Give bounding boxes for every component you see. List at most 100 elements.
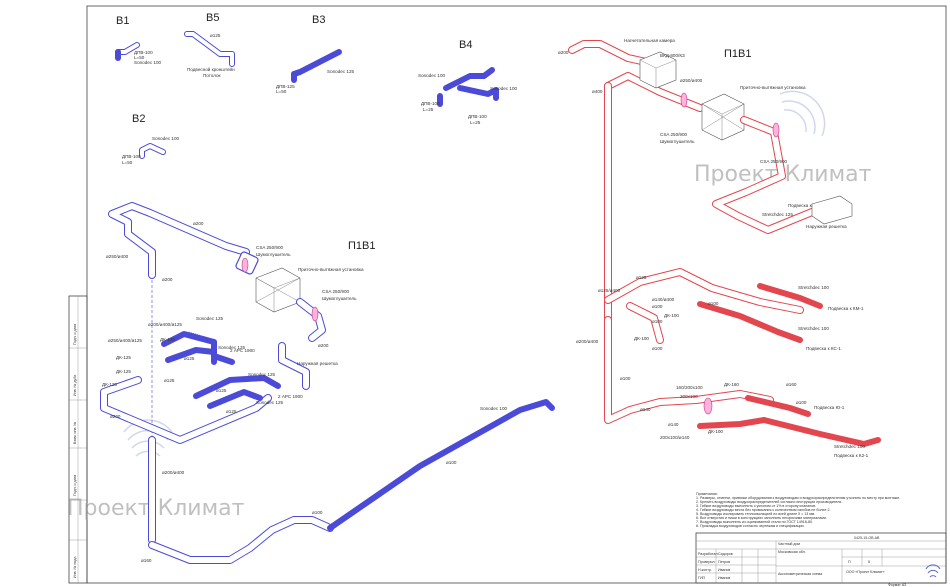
- label-left-dk125-3: ДК-125: [116, 369, 131, 374]
- label-right-d140: ø140: [640, 407, 651, 412]
- label-right-dk160: ДК-160: [724, 382, 739, 387]
- label-b4-dpv-2: ДПВ-100: [468, 114, 487, 119]
- label-left-d100-2: ø100: [312, 510, 323, 515]
- label-right-grille: Наружная решетка: [806, 224, 847, 229]
- left-branch-flex-c: [193, 375, 281, 399]
- note-line-3: 3. Гибкие воздуховоды выполнить с уклоно…: [696, 504, 816, 508]
- right-distribution-main: [604, 268, 804, 424]
- label-left-sonodec125-2: Sonodec 125: [218, 345, 246, 350]
- label-right-d200-400: ø200/ø400: [576, 339, 599, 344]
- label-left-d250-400: ø250/ø400: [106, 254, 129, 259]
- label-b3-sonodec: Sonodec 125: [327, 69, 355, 74]
- label-left-d125-1: ø125: [184, 356, 195, 361]
- label-right-d100-2: ø100: [708, 301, 719, 306]
- label-right-podveska-1: Подвеска к Ю1: [788, 203, 821, 208]
- label-left-csa-1: CSA 250/900: [256, 245, 284, 250]
- notes-header: Примечания:: [696, 492, 718, 496]
- title-object: Частный дом: [778, 542, 801, 546]
- label-left-sonodec125-3: Sonodec 125: [248, 372, 276, 377]
- label-left-d200-400: ø200/ø400: [162, 470, 185, 475]
- duct-branch-b4: [437, 67, 499, 107]
- label-b1-dpv: ДПВ-100: [134, 50, 153, 55]
- title-block: [695, 532, 947, 584]
- label-right-200x100-d140: 200х100/ø140: [660, 435, 690, 440]
- label-b1-l: L=50: [134, 55, 145, 60]
- label-left-dk125-4: ДК-125: [102, 382, 117, 387]
- label-right-dk100-2: ДК-100: [634, 336, 649, 341]
- label-left-apc-1: 2 АРС 1900: [230, 348, 255, 353]
- label-b4-sonodec-2: Sonodec 100: [490, 86, 518, 91]
- label-right-chamber: Нагнетательная камера: [624, 38, 675, 43]
- note-line-1: 1. Размеры, отметки, привязки оборудован…: [696, 496, 900, 500]
- label-right-d125-400: ø125/ø400: [598, 288, 621, 293]
- label-right-podveska-u1: Подвеска Ю-1: [814, 405, 845, 410]
- label-b5-ceiling: Потолок: [203, 73, 222, 78]
- label-right-csa-1: CSA 250/900: [660, 132, 688, 137]
- label-left-dk125-1: ДК-125: [160, 337, 175, 342]
- label-left-d125-4: ø125: [226, 409, 237, 414]
- system-label-p1v1-right: П1В1: [724, 48, 751, 60]
- label-right-stretch100-1: Stretchdec 100: [798, 285, 829, 290]
- label-b4-dpv-1: ДПВ-100: [421, 101, 440, 106]
- label-right-csa-2: CSA 250/900: [760, 159, 788, 164]
- label-left-silencer-2: Шумоглушитель: [322, 296, 357, 301]
- title-stage: П: [848, 560, 851, 564]
- right-grille-box: [811, 195, 853, 225]
- system-label-b2: В2: [132, 113, 145, 125]
- label-left-d250-400-125: ø250/ø400/ø125: [108, 338, 142, 343]
- note-line-7: 7. Воздуховоды выполнить из оцинкованной…: [696, 520, 813, 524]
- side-stamp: Подп. и дата Инв. № дубл. Взам. инв. № П…: [69, 296, 87, 583]
- right-inlet-duct: [568, 40, 704, 324]
- label-right-d100-1: ø100: [652, 304, 663, 309]
- label-b3-l: L=50: [276, 89, 287, 94]
- title-name-1: Сидоров: [718, 552, 733, 556]
- note-line-6: 6. Все отверстия и ниши в конструкциях з…: [696, 516, 827, 520]
- left-branch-flex-a: [161, 331, 235, 365]
- note-line-5: 5. Воздуховоды изолировать теплоизоляцие…: [696, 512, 815, 516]
- right-flex-branch-2: [697, 301, 803, 343]
- left-silencer-2: [296, 298, 326, 342]
- note-line-2: 2. Крепить воздуховоды воздухораспредели…: [696, 500, 842, 504]
- label-right-d100-5: ø100: [620, 376, 631, 381]
- label-right-stretch125: Stretchdec 125: [762, 212, 793, 217]
- system-label-b4: В4: [459, 39, 472, 51]
- left-silencer-1: [235, 251, 259, 275]
- label-left-sonodec125-4: Sonodec 125: [256, 400, 284, 405]
- label-left-d125-3: ø125: [216, 388, 227, 393]
- title-name-3: Иванов: [718, 568, 730, 572]
- label-left-apc-2: 2 АРС 1900: [278, 394, 303, 399]
- duct-branch-b1: [115, 42, 140, 61]
- label-right-podveska-km1: Подвеска к КМ-1: [828, 306, 864, 311]
- label-b5-d125: ø125: [210, 33, 221, 38]
- label-right-d160: ø160: [786, 382, 797, 387]
- label-right-d140-400: ø140/ø400: [652, 297, 675, 302]
- notes-block: Примечания: 1. Размеры, отметки, привязк…: [696, 492, 900, 528]
- left-branch-flex-b: [165, 347, 217, 365]
- label-right-podveska-k2: Подвеска к К2-1: [834, 453, 869, 458]
- title-role-2: Проверил: [698, 560, 715, 564]
- title-role-1: Разработал: [698, 552, 718, 556]
- label-left-d200-top: ø200: [193, 221, 204, 226]
- label-right-d125: ø125: [636, 275, 647, 280]
- label-left-outdoor-grille: Наружная решетка: [297, 361, 338, 366]
- left-ahu-unit: [255, 267, 301, 313]
- left-long-flex-duct: [327, 399, 555, 531]
- right-ahu-unit: [701, 93, 745, 141]
- note-line-4: 4. Гибкие воздуховоды вести без провисан…: [696, 508, 830, 512]
- watermark-logo-right: [779, 90, 826, 137]
- left-outdoor-grille-duct: [278, 342, 310, 390]
- label-right-d250-400: ø250/ø400: [680, 78, 703, 83]
- label-left-d200-riser: ø200: [162, 277, 173, 282]
- label-right-stretch100-2: Stretchdec 100: [798, 326, 829, 331]
- side-stamp-4: Подп. и дата: [73, 475, 77, 496]
- duct-branch-b3: [291, 49, 342, 83]
- title-name-4: Иванов: [718, 576, 730, 580]
- label-left-sonodec125-1: Sonodec 125: [196, 316, 224, 321]
- label-b3-dpv: ДПВ-125: [276, 84, 295, 89]
- left-main-duct-upper: [108, 202, 250, 279]
- right-flex-branch-5: [697, 417, 767, 429]
- system-label-b5: В5: [206, 12, 219, 24]
- right-flex-branch-4: [761, 417, 881, 447]
- label-left-d200-out: ø200: [318, 343, 329, 348]
